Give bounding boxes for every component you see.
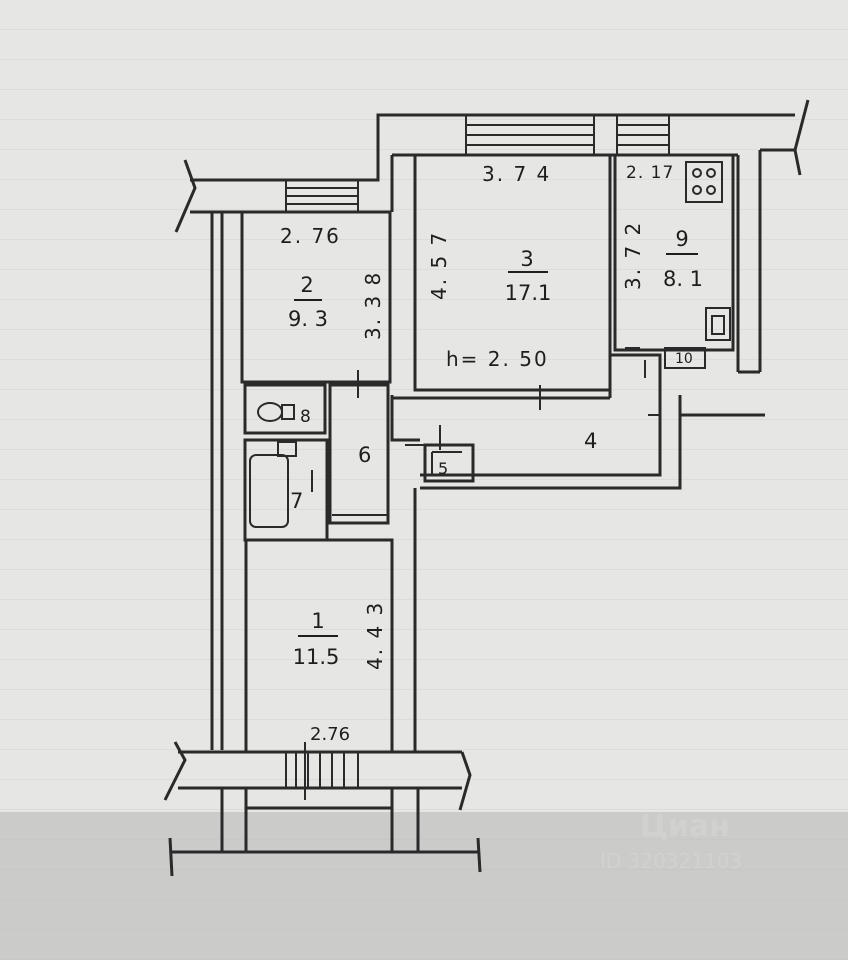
room-8-number: 8 (300, 407, 311, 427)
room-3-width: 3. 7 4 (482, 162, 551, 186)
watermark-brand: Циан (640, 809, 730, 844)
room-1-length: 4. 4 3 (363, 601, 387, 670)
room-2 (240, 210, 392, 384)
watermark-id: ID 320321103 (600, 849, 742, 873)
room-10-number: 10 (675, 351, 693, 367)
stove-icon (685, 161, 723, 203)
room-2-number: 2 (300, 273, 313, 297)
room-9-width: 2. 17 (626, 163, 674, 183)
room-3-area: 17.1 (505, 281, 552, 305)
bathtub-icon (249, 454, 289, 528)
door-marks (304, 347, 660, 800)
labels: 2. 76 2 9. 3 3. 3 8 3. 7 4 4. 5 7 3 17.1… (280, 162, 703, 745)
room-9 (613, 153, 735, 352)
room-4-number: 4 (584, 429, 597, 453)
room-7-number: 7 (290, 489, 303, 513)
sink-icon (705, 307, 731, 341)
room-10 (664, 347, 706, 369)
stairs (163, 741, 482, 877)
room-3-number: 3 (520, 247, 533, 271)
room-2-area: 9. 3 (288, 307, 328, 331)
room-4 (390, 353, 765, 490)
room-6-number: 6 (358, 443, 371, 467)
room-9-number: 9 (675, 227, 688, 251)
room-1-number: 1 (311, 609, 324, 633)
room-2-length: 3. 3 8 (361, 271, 385, 340)
room-5-number: 5 (438, 459, 448, 478)
room-3-length: 4. 5 7 (427, 231, 451, 300)
room-3 (413, 153, 612, 392)
room-2-width: 2. 76 (280, 224, 341, 248)
room-1-area: 11.5 (293, 645, 340, 669)
ceiling-height: h= 2. 50 (446, 347, 549, 371)
paper-shadow (0, 812, 848, 960)
room-1-width: 2.76 (310, 724, 350, 745)
watermark: Циан ID 320321103 (600, 809, 742, 873)
windows (285, 114, 670, 213)
room-9-length: 3. 7 2 (621, 221, 645, 290)
room-5 (423, 443, 475, 483)
room-9-area: 8. 1 (663, 267, 703, 291)
